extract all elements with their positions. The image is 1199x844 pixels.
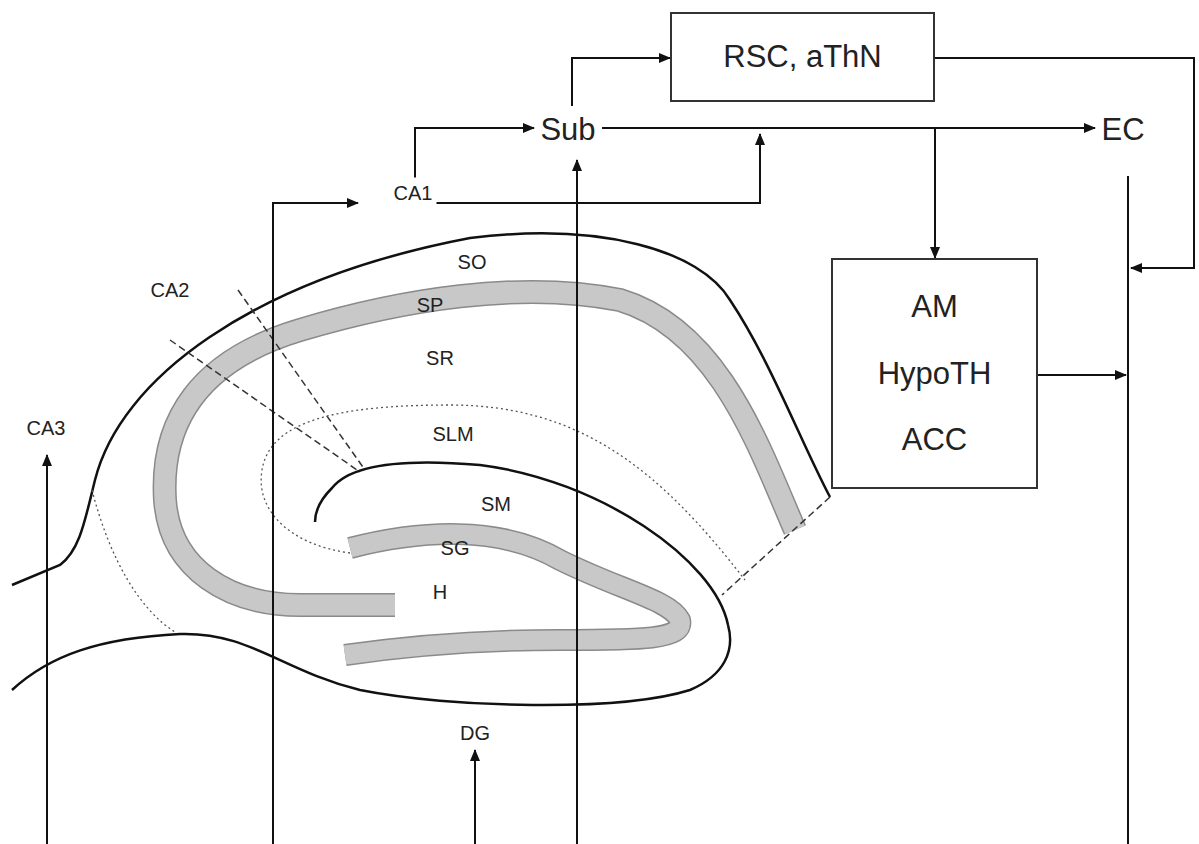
pathway-arrow xyxy=(935,58,1194,268)
layer-label: SM xyxy=(481,493,511,516)
layer-label: SLM xyxy=(432,423,473,446)
layer-label: SP xyxy=(417,294,444,317)
granule-layer xyxy=(345,534,680,655)
node-label: Sub xyxy=(540,112,595,148)
pathway-arrow xyxy=(572,58,670,106)
pyramidal-layer xyxy=(165,292,795,605)
node-label: CA1 xyxy=(394,182,433,205)
slm-border xyxy=(261,405,745,580)
node-label: AM xyxy=(911,289,958,325)
pathway-arrow xyxy=(602,128,935,258)
pathway-arrow xyxy=(1038,374,1126,376)
layer-label: DG xyxy=(460,722,490,745)
outer-outline xyxy=(12,233,830,585)
ca2-border xyxy=(170,340,360,472)
node-label: EC xyxy=(1101,112,1144,148)
region-node: Sub xyxy=(534,106,602,154)
region-box: AM HypoTH ACC xyxy=(831,258,1038,489)
region-node: CA1 xyxy=(390,178,437,209)
ca3-border xyxy=(92,490,175,632)
input-arrow xyxy=(273,203,358,844)
layer-label: CA3 xyxy=(27,417,66,440)
region-box: RSC, aThN xyxy=(670,12,935,102)
pyramidal-layer-edge xyxy=(165,292,795,605)
pathway-arrow xyxy=(415,128,534,178)
layer-label: H xyxy=(433,581,447,604)
layer-label: CA2 xyxy=(151,279,190,302)
input-arrow xyxy=(474,750,476,844)
ec-trunk-line xyxy=(1127,176,1129,844)
input-arrow xyxy=(46,455,48,844)
node-label: RSC, aThN xyxy=(723,39,881,75)
input-arrow xyxy=(576,160,578,844)
layer-label: SR xyxy=(426,347,454,370)
granule-layer-edge xyxy=(345,534,680,655)
layer-label: SO xyxy=(458,251,487,274)
node-label: ACC xyxy=(902,422,967,458)
region-node: EC xyxy=(1095,106,1151,154)
lower-outline xyxy=(12,625,730,705)
layer-label: SG xyxy=(441,537,470,560)
ca2-border xyxy=(238,290,365,470)
pathway-arrow xyxy=(437,134,761,203)
node-label: HypoTH xyxy=(878,356,992,392)
end-dashed-border xyxy=(722,497,830,595)
fissure-outline xyxy=(315,462,728,625)
